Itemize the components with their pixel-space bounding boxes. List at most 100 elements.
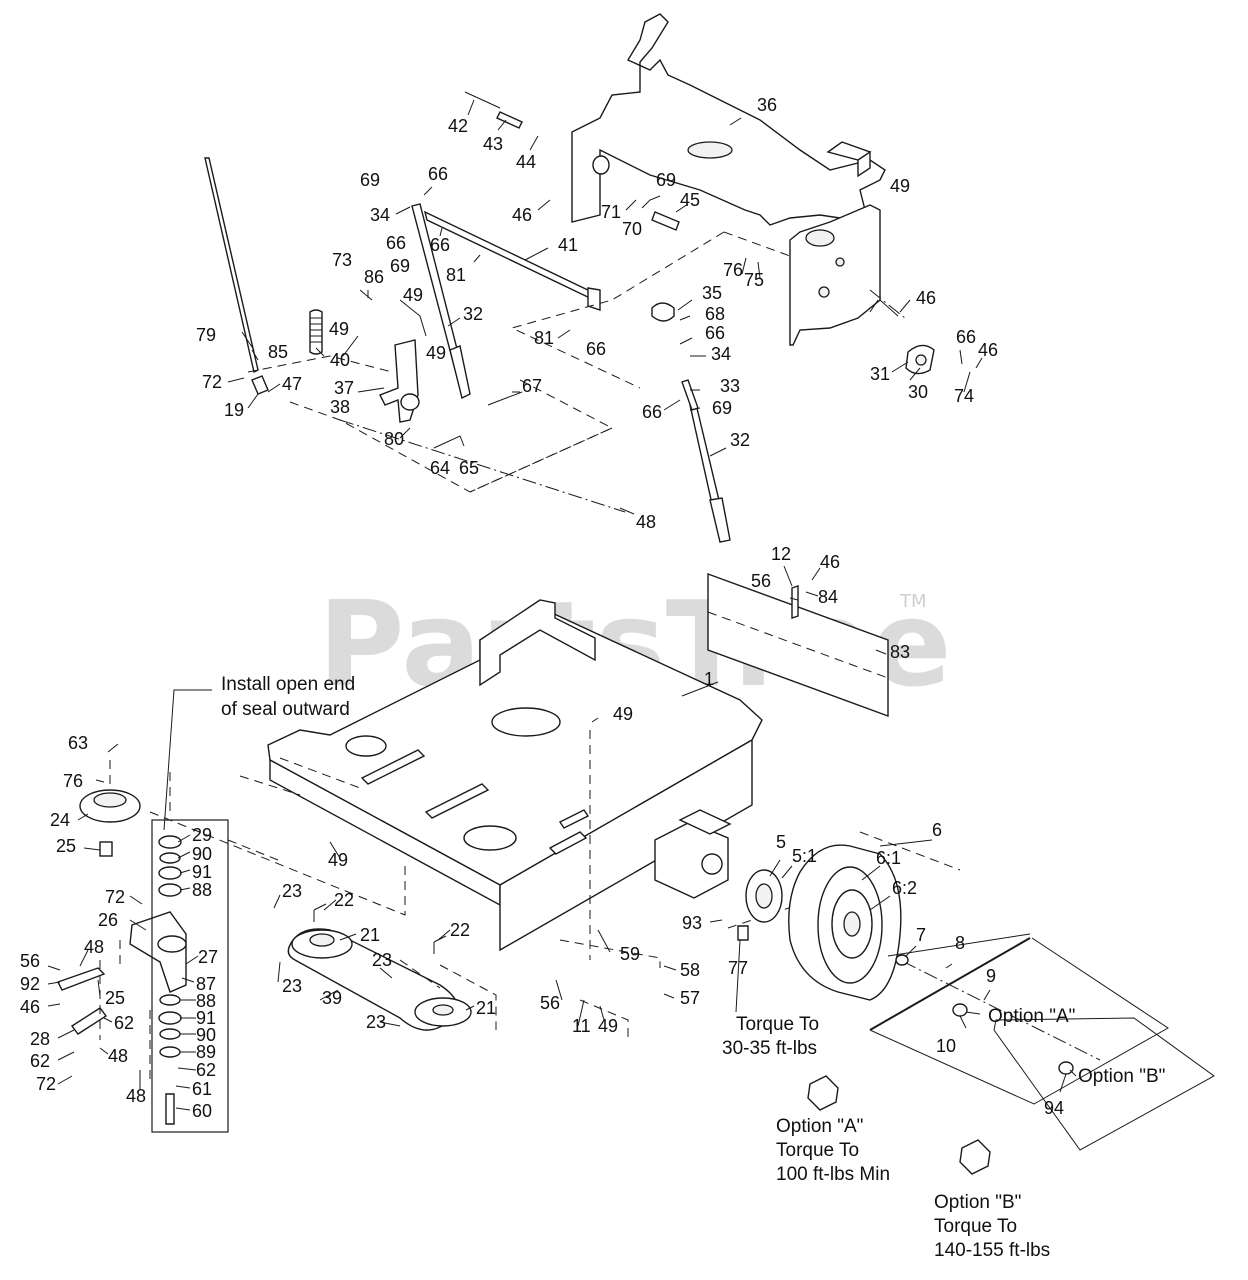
- deck-slot-a: [360, 749, 426, 785]
- option-divider: [869, 937, 1031, 1031]
- callout-49: 49: [613, 704, 633, 724]
- callout-67: 67: [522, 376, 542, 396]
- callout-47: 47: [282, 374, 302, 394]
- torque-77-line2: 30-35 ft-lbs: [722, 1038, 817, 1059]
- callout-44: 44: [516, 152, 536, 172]
- pulley-21-left-hub: [309, 933, 335, 947]
- nut-94: [1058, 1061, 1074, 1075]
- frame-36-hole2: [835, 257, 845, 267]
- callout-49: 49: [328, 850, 348, 870]
- callout-26: 26: [98, 910, 118, 930]
- callout-85: 85: [268, 342, 288, 362]
- deck-hole-a: [345, 735, 387, 757]
- seal-note-leader: [163, 689, 212, 831]
- callout-labels: 42 43 44 36 69 66 34 46 71 69 70 45 49 6…: [20, 95, 1064, 1121]
- knob-35: [651, 302, 675, 322]
- callout-49: 49: [890, 176, 910, 196]
- callout-46: 46: [20, 997, 40, 1017]
- callout-33: 33: [720, 376, 740, 396]
- callout-21: 21: [476, 998, 496, 1018]
- callout-1: 1: [704, 669, 714, 689]
- callout-38: 38: [330, 397, 350, 417]
- bushing-45: [651, 211, 680, 231]
- callout-56: 56: [20, 951, 40, 971]
- callout-62: 62: [30, 1051, 50, 1071]
- bushing-25: [99, 841, 113, 857]
- callout-49: 49: [598, 1016, 618, 1036]
- idler-assembly: [57, 789, 187, 1125]
- shaft-41: [423, 210, 596, 302]
- callout-87: 87: [196, 974, 216, 994]
- callout-89: 89: [196, 1042, 216, 1062]
- callout-76: 76: [63, 771, 83, 791]
- nut-10: [952, 1003, 968, 1017]
- castle-nut-b: [959, 1139, 991, 1175]
- callout-84: 84: [818, 587, 838, 607]
- frame-36-hole3: [818, 286, 830, 298]
- frame-36: [571, 13, 886, 226]
- callout-74: 74: [954, 386, 974, 406]
- callout-48: 48: [108, 1046, 128, 1066]
- frame-36-boss: [592, 155, 610, 175]
- callout-60: 60: [192, 1101, 212, 1121]
- callout-23: 23: [282, 881, 302, 901]
- callout-10: 10: [936, 1036, 956, 1056]
- callout-66: 66: [430, 235, 450, 255]
- nut-7: [895, 954, 909, 966]
- callout-56: 56: [540, 993, 560, 1013]
- callout-94: 94: [1044, 1098, 1064, 1118]
- callout-49: 49: [403, 285, 423, 305]
- callout-22: 22: [334, 890, 354, 910]
- spacer-88-b: [159, 994, 181, 1006]
- callout-93: 93: [682, 913, 702, 933]
- callout-88: 88: [192, 880, 212, 900]
- callout-24: 24: [50, 810, 70, 830]
- spacer-88-a: [158, 883, 182, 897]
- callout-23: 23: [372, 950, 392, 970]
- castle-nut-a: [807, 1075, 839, 1111]
- callout-69: 69: [390, 256, 410, 276]
- option-b-box: [993, 1017, 1215, 1151]
- callout-83: 83: [890, 642, 910, 662]
- rim-6-2-hub: [843, 911, 861, 937]
- callout-69: 69: [360, 170, 380, 190]
- option-a-torque-line3: 100 ft-lbs Min: [776, 1164, 890, 1185]
- option-b-torque-line1: Option "B": [934, 1192, 1021, 1213]
- wheel-assembly: [737, 844, 1074, 1175]
- callout-72: 72: [36, 1074, 56, 1094]
- deck-slot-d: [558, 809, 590, 829]
- callout-48: 48: [636, 512, 656, 532]
- clevis-19: [251, 375, 269, 395]
- pin-67: [487, 391, 523, 406]
- callout-32: 32: [730, 430, 750, 450]
- callout-62: 62: [196, 1060, 216, 1080]
- callout-48: 48: [84, 937, 104, 957]
- callout-90: 90: [196, 1025, 216, 1045]
- seal-note-line1: Install open end: [221, 674, 355, 695]
- deck-hole-b: [491, 707, 561, 737]
- seal-note-line2: of seal outward: [221, 699, 350, 720]
- callout-45: 45: [680, 190, 700, 210]
- callout-6-2: 6:2: [892, 878, 917, 898]
- callout-49: 49: [329, 319, 349, 339]
- bearing-91-a: [158, 866, 182, 880]
- deck-slot-c: [548, 831, 588, 855]
- upper-frame-assembly: [204, 13, 935, 543]
- callout-5: 5: [776, 832, 786, 852]
- plate-92: [57, 967, 106, 991]
- option-a-label: Option "A": [988, 1006, 1075, 1027]
- idler-arm-26-hub: [157, 935, 187, 953]
- pin-8: [945, 963, 953, 969]
- deck-1-front: [499, 738, 753, 952]
- upper-leaders: [227, 99, 983, 515]
- callout-6: 6: [932, 820, 942, 840]
- spring-43: [496, 111, 523, 129]
- callout-34: 34: [711, 344, 731, 364]
- callout-25: 25: [56, 836, 76, 856]
- callout-9: 9: [986, 966, 996, 986]
- deck-slot-b: [424, 783, 490, 819]
- callout-66: 66: [386, 233, 406, 253]
- option-a-torque-line1: Option "A": [776, 1116, 863, 1137]
- callout-76: 76: [723, 260, 743, 280]
- callout-68: 68: [705, 304, 725, 324]
